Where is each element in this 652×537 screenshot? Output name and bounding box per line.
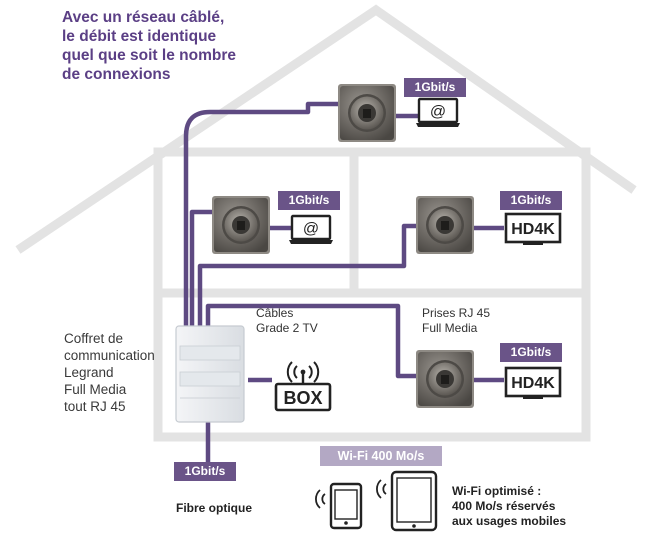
tv-label: HD4K: [511, 375, 555, 392]
wifi-note: Wi-Fi optimisé : 400 Mo/s réservés aux u…: [452, 484, 567, 528]
speed-badge: 1Gbit/s: [174, 462, 236, 481]
speed-badge: 1Gbit/s: [500, 343, 562, 362]
laptop-icon: @: [289, 214, 333, 244]
rj45-socket-icon: [338, 84, 396, 142]
prises-label: Prises RJ 45 Full Media: [422, 306, 491, 335]
speed-badge: 1Gbit/s: [278, 191, 340, 210]
rj45-socket-icon: [212, 196, 270, 254]
rj45-socket-icon: [416, 196, 474, 254]
wifi-signal-icon: [376, 479, 387, 499]
communication-cabinet: [175, 325, 245, 423]
laptop-at-label: @: [430, 104, 446, 121]
tv-label: HD4K: [511, 221, 555, 238]
coffret-label: Coffret de communication Legrand Full Me…: [64, 331, 155, 414]
fibre-label: Fibre optique: [176, 501, 252, 515]
box-router-icon: BOX: [274, 361, 332, 412]
laptop-icon: @: [416, 97, 460, 127]
speed-badge: 1Gbit/s: [404, 78, 466, 97]
laptop-at-label: @: [303, 221, 319, 238]
rj45-socket-icon: [416, 350, 474, 408]
tablet-icon: [390, 470, 438, 532]
speed-badge: 1Gbit/s: [500, 191, 562, 210]
headline: Avec un réseau câblé, le débit est ident…: [62, 9, 236, 83]
cables: [183, 101, 504, 468]
box-label: BOX: [283, 388, 322, 408]
cables-label: Câbles Grade 2 TV: [256, 306, 318, 335]
smartphone-icon: [329, 482, 363, 530]
wifi-badge: Wi-Fi 400 Mo/s: [320, 446, 442, 466]
house-outline: [15, 4, 637, 442]
tv-icon: HD4K: [504, 212, 562, 245]
wifi-signal-icon: [315, 489, 326, 509]
tv-icon: HD4K: [504, 366, 562, 399]
